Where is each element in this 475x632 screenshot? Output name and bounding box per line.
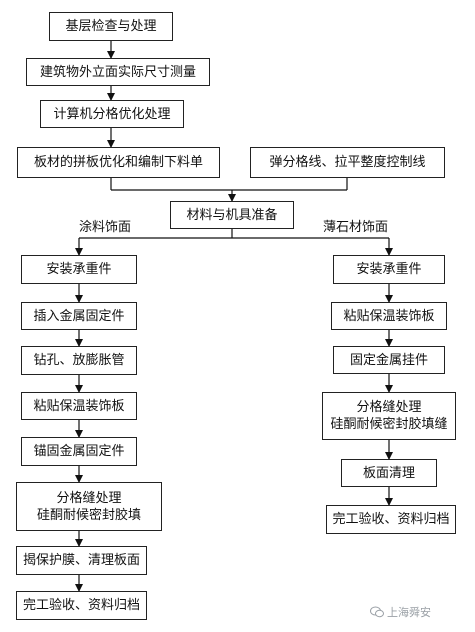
watermark: 上海舜安 [370, 604, 431, 620]
step-computer-optimization: 计算机分格优化处理 [40, 100, 184, 128]
right-step-4: 分格缝处理 硅酮耐候密封胶填缝 [322, 392, 456, 440]
left-step-5: 锚固金属固定件 [21, 437, 137, 466]
step-panel-layout: 板材的拼板优化和编制下料单 [17, 147, 220, 178]
right-step-6: 完工验收、资料归档 [326, 505, 456, 534]
right-step-3: 固定金属挂件 [333, 346, 445, 374]
step-base-inspection: 基层检查与处理 [49, 12, 173, 41]
step-grid-lines: 弹分格线、拉平整度控制线 [250, 147, 445, 178]
left-step-7: 揭保护膜、清理板面 [16, 546, 147, 575]
wechat-icon [370, 606, 384, 618]
left-step-3: 钻孔、放膨胀管 [21, 346, 137, 375]
watermark-text: 上海舜安 [387, 606, 431, 619]
right-step-5: 板面清理 [341, 459, 437, 487]
step-materials-prep: 材料与机具准备 [170, 201, 294, 229]
step-measure-dimensions: 建筑物外立面实际尺寸测量 [26, 58, 210, 86]
left-step-8: 完工验收、资料归档 [16, 591, 147, 620]
right-step-1: 安装承重件 [333, 255, 445, 284]
left-step-2: 插入金属固定件 [21, 302, 137, 330]
branch-label-stone: 薄石材饰面 [323, 220, 389, 235]
left-step-4: 粘贴保温装饰板 [21, 392, 137, 420]
left-step-6: 分格缝处理 硅酮耐候密封胶填 [16, 482, 162, 531]
right-step-2: 粘贴保温装饰板 [331, 302, 447, 330]
branch-label-coating: 涂料饰面 [79, 220, 132, 235]
left-step-1: 安装承重件 [21, 255, 137, 284]
